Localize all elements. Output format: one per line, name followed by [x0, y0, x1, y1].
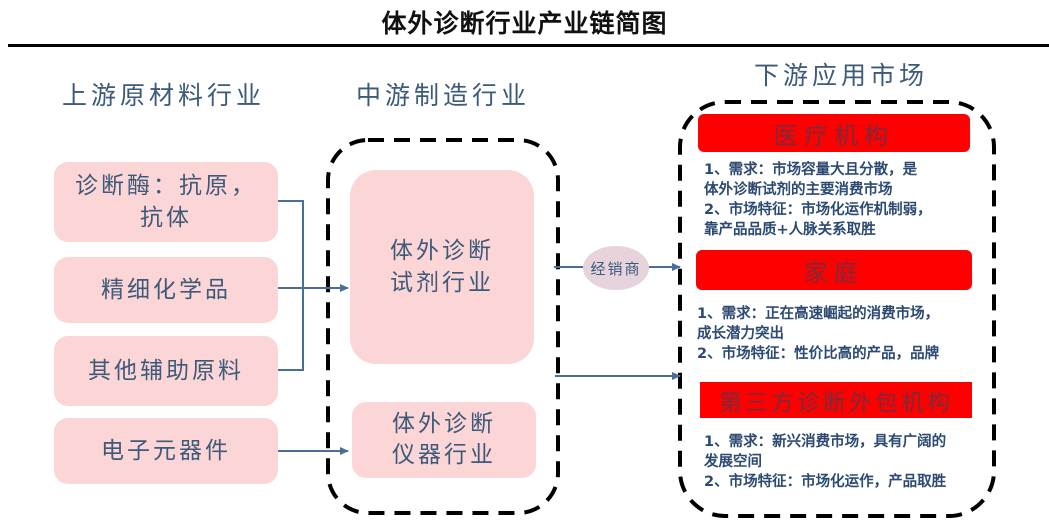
- desc-line: 成长潜力突出: [697, 326, 784, 342]
- desc-line: 1、需求：正在高速崛起的消费市场，: [697, 306, 940, 322]
- upstream-box-line1: 诊断酶：抗原，: [75, 172, 257, 199]
- distributor-node: 经销商: [583, 246, 649, 290]
- desc-line: 发展空间: [704, 454, 762, 470]
- desc-line: 靠产品品质+人脉关系取胜: [704, 222, 876, 238]
- market-desc-medical-institutions: 1、需求：市场容量大且分散，是 体外诊断试剂的主要消费市场 2、市场特征：市场化…: [704, 160, 932, 240]
- midstream-box-instruments: 体外诊断 仪器行业: [352, 402, 536, 478]
- midstream-heading: 中游制造行业: [356, 81, 531, 110]
- desc-line: 1、需求：市场容量大且分散，是: [704, 162, 918, 178]
- upstream-box-line2: 抗体: [140, 205, 192, 231]
- title-divider: [8, 44, 1049, 47]
- upstream-box-electronic-components: 电子元器件: [54, 418, 278, 484]
- market-desc-household: 1、需求：正在高速崛起的消费市场， 成长潜力突出 2、市场特征：性价比高的产品，…: [697, 304, 939, 364]
- diagram-title: 体外诊断行业产业链简图: [381, 9, 668, 38]
- desc-line: 2、市场特征：性价比高的产品，品牌: [697, 346, 940, 362]
- upstream-box-other-materials: 其他辅助原料: [54, 336, 278, 406]
- midstream-box-reagents: 体外诊断 试剂行业: [350, 170, 534, 364]
- market-header-medical-institutions: 医疗机构: [698, 114, 970, 152]
- midstream-box-line1: 体外诊断: [392, 410, 496, 437]
- market-header-household: 家庭: [696, 250, 972, 290]
- midstream-box-line1: 体外诊断: [390, 237, 494, 264]
- desc-line: 体外诊断试剂的主要消费市场: [704, 182, 893, 198]
- market-desc-third-party-labs: 1、需求：新兴消费市场，具有广阔的 发展空间 2、市场特征：市场化运作，产品取胜: [704, 432, 946, 492]
- market-header-third-party-labs: 第三方诊断外包机构: [700, 382, 972, 418]
- midstream-box-line2: 仪器行业: [392, 442, 496, 468]
- downstream-dashed-container: [678, 100, 996, 518]
- midstream-box-line2: 试剂行业: [390, 270, 494, 296]
- desc-line: 2、市场特征：市场化运作机制弱，: [704, 202, 932, 218]
- upstream-box-fine-chemicals: 精细化学品: [54, 257, 278, 323]
- downstream-heading: 下游应用市场: [754, 61, 929, 90]
- upstream-box-diagnostic-enzymes: 诊断酶：抗原， 抗体: [54, 162, 278, 242]
- upstream-heading: 上游原材料行业: [62, 81, 266, 110]
- upstream-bracket-line: [278, 200, 304, 371]
- desc-line: 1、需求：新兴消费市场，具有广阔的: [704, 434, 947, 450]
- desc-line: 2、市场特征：市场化运作，产品取胜: [704, 474, 947, 490]
